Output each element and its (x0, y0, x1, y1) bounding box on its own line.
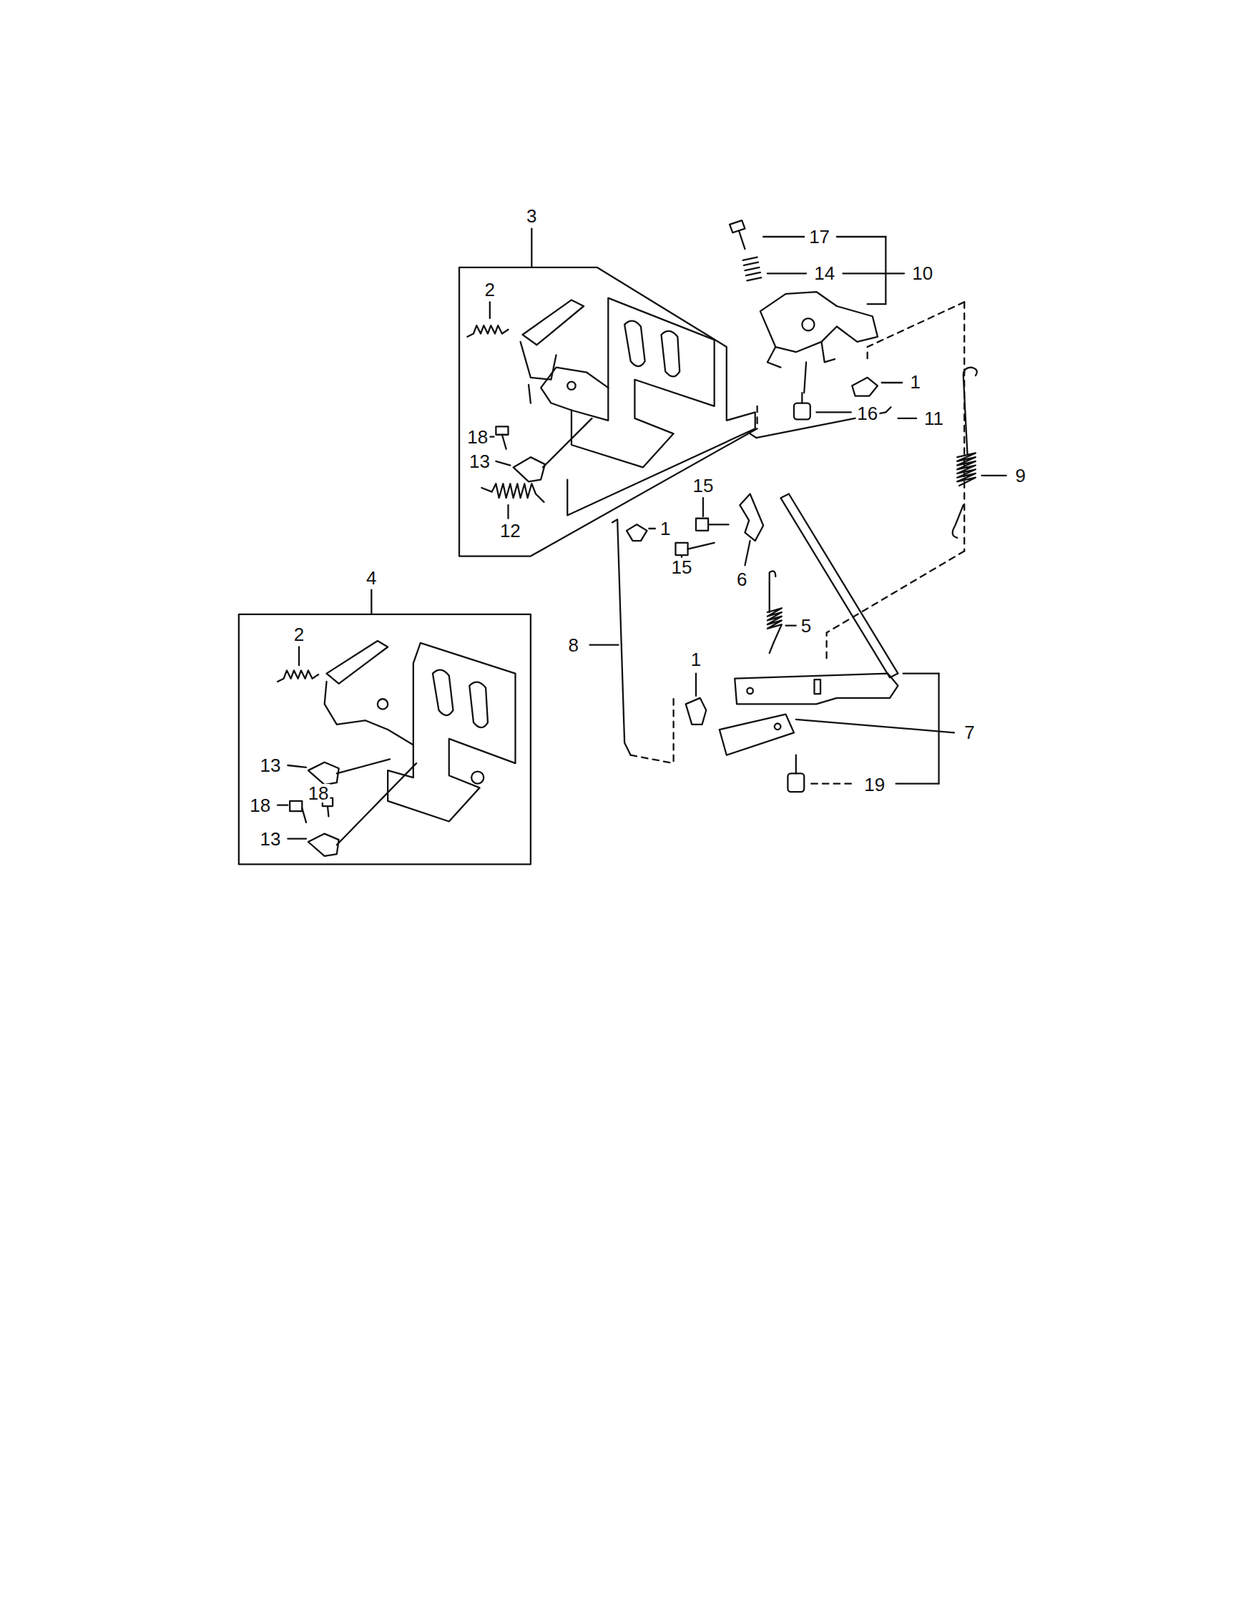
callout-number: 16 (855, 404, 880, 423)
callout-number: 2 (483, 280, 497, 299)
spring-rod (952, 367, 978, 538)
spring (467, 325, 508, 337)
callout-number: 1 (658, 519, 672, 538)
callout-number: 13 (258, 829, 283, 849)
callout-number: 15 (691, 476, 716, 495)
spring (767, 570, 782, 654)
spring (481, 483, 544, 503)
callout-number: 13 (467, 452, 492, 471)
clip (851, 377, 878, 397)
bolt (787, 773, 804, 792)
bolt (695, 518, 709, 531)
callout-number: 12 (498, 521, 523, 541)
callout-number: 1 (689, 650, 703, 669)
callout-number: 4 (364, 568, 378, 588)
bracket (739, 494, 764, 542)
callout-number: 18 (248, 796, 272, 815)
lever (326, 640, 389, 684)
bolt (793, 403, 811, 420)
callout-number: 17 (807, 227, 832, 247)
callout-number: 7 (962, 723, 976, 742)
screw (729, 220, 745, 249)
callout-number: 13 (258, 756, 283, 775)
callout-number: 15 (670, 557, 694, 577)
callout-number: 14 (812, 263, 837, 283)
clamp (308, 762, 340, 785)
governor-arm (780, 494, 898, 679)
callout-number: 5 (799, 616, 813, 636)
group-outline (238, 614, 531, 865)
clip (685, 698, 707, 725)
callout-number: 18 (306, 783, 331, 803)
bolt (675, 542, 688, 556)
callout-number: 8 (567, 635, 581, 655)
clamp (513, 457, 546, 482)
callout-number: 2 (292, 625, 306, 644)
link-rod (612, 519, 631, 756)
spring (277, 670, 319, 682)
callout-number: 18 (465, 427, 490, 447)
governor-lever (760, 291, 878, 352)
lever (522, 299, 584, 345)
clamp-plate (719, 714, 794, 756)
callout-number: 10 (910, 263, 935, 283)
callout-number: 6 (735, 570, 749, 589)
clip (626, 524, 648, 541)
callout-number: 1 (909, 372, 922, 392)
clamp (308, 834, 340, 857)
spring (743, 257, 762, 282)
bracket-plate (387, 643, 515, 822)
group-outline (459, 267, 758, 557)
bracket-plate (571, 298, 715, 468)
callout-number: 9 (1013, 466, 1027, 485)
callout-number: 11 (922, 409, 945, 428)
callout-number: 19 (862, 775, 887, 794)
callout-number: 3 (525, 206, 538, 226)
